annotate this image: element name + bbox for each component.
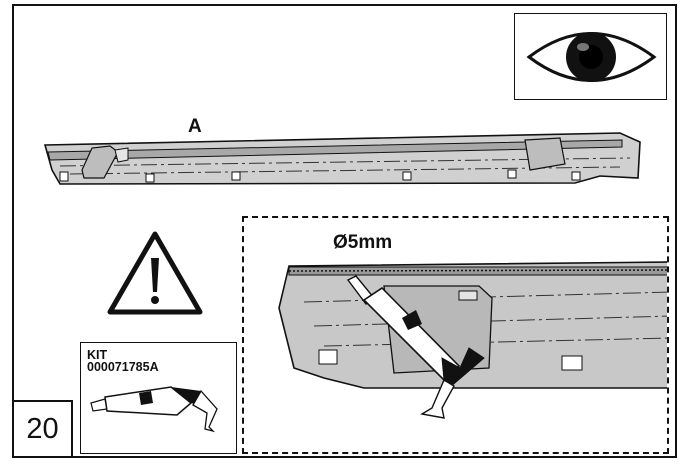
detail-drawing: [278, 261, 667, 419]
glue-tube-icon: [90, 386, 218, 433]
kit-box: KIT 000071785A: [80, 342, 237, 454]
glue-tube-icon: [346, 275, 485, 419]
kit-code: 000071785A: [87, 360, 159, 374]
kit-title: KIT: [87, 348, 108, 362]
diameter-label: Ø5mm: [333, 232, 393, 253]
step-number: 20: [12, 400, 73, 458]
kit-label: KIT 000071785A: [87, 348, 159, 374]
part-label: A: [188, 116, 202, 137]
eye-icon-box: [514, 13, 667, 100]
detail-view: [242, 216, 669, 454]
eye-icon: [526, 32, 657, 82]
